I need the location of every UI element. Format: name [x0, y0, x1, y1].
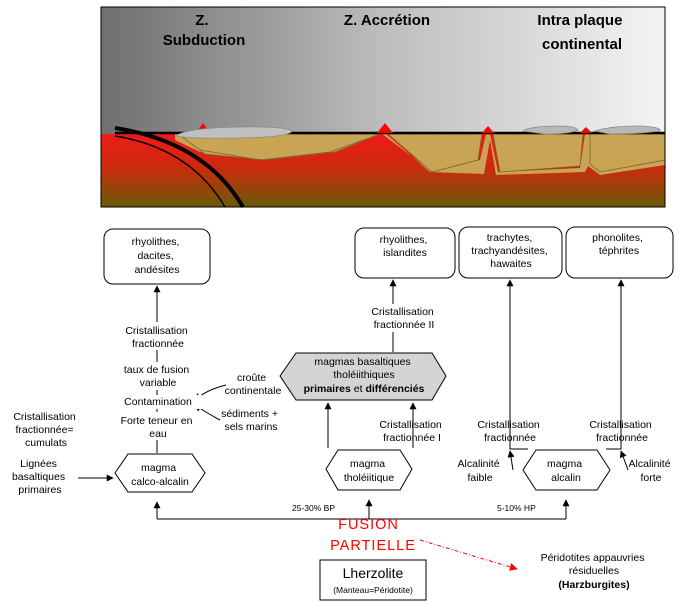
label-contamination: Contamination	[124, 396, 192, 408]
arrow-forte	[619, 450, 629, 471]
label-manteau: (Manteau=Péridotite)	[333, 585, 413, 595]
box-magma-alcalin	[522, 449, 611, 491]
bg-contamination	[116, 395, 202, 409]
volcano-rift1	[482, 126, 494, 133]
subducting-slab	[114, 126, 245, 209]
label-hp: 5-10% HP	[497, 503, 536, 513]
box-magma-calco-text: magma calco-alcalin	[131, 462, 189, 488]
label-taux-fusion: taux de fusion variable	[124, 364, 192, 389]
box-trachytes	[458, 226, 563, 279]
box-phonolites	[565, 226, 674, 279]
box-rhyolithes-islandites-text: rhyolithes, islandites	[380, 234, 431, 259]
label-lignees: Lignées basaltiques primaires	[12, 458, 68, 496]
box-magmas-basaltiques	[279, 352, 447, 401]
label-crist-alcalin-right: Cristallisation fractionnée	[589, 419, 654, 444]
label-crist-i: Cristallisation fractionnée I	[379, 419, 444, 444]
volcano-ridge	[377, 123, 393, 133]
section-crust-fill	[176, 133, 666, 173]
arrow-alcalin-to-phonolites	[606, 279, 625, 450]
volcano-rift2	[580, 127, 592, 133]
lava-flow-right	[521, 125, 661, 135]
box-rhyolithes-dacites	[103, 228, 211, 285]
zone-subduction-label: Z. Subduction	[163, 12, 246, 49]
bg-crist-ii	[360, 304, 448, 332]
label-forte-teneur: Forte teneur en eau	[121, 415, 196, 440]
label-croute: croûte continentale	[225, 372, 282, 397]
label-backgrounds	[112, 304, 448, 440]
subducting-slab-inner	[114, 135, 226, 208]
arrow-faible	[507, 450, 515, 471]
zone-intraplaque-label: Intra plaque continental	[537, 12, 626, 53]
box-lherzolite	[319, 559, 427, 601]
box-rhyolithes-dacites-text: rhyolithes, dacites, andésites	[132, 236, 183, 276]
label-crist-ii: Cristallisation fractionnée II	[371, 306, 436, 331]
box-magmas-basaltiques-text: magmas basaltiques tholéiithiques	[314, 356, 413, 381]
box-magmas-basaltiques-line3: primaires et différenciés	[304, 383, 425, 395]
box-trachytes-text: trachytes, trachyandésites, hawaites	[471, 232, 550, 270]
box-magma-alcalin-text: magma alcalin	[547, 458, 585, 484]
zone-accretion-label: Z. Accrétion	[344, 12, 430, 29]
label-alcalinite-faible: Alcalinité faible	[458, 458, 503, 484]
box-magma-tholeiitique	[325, 449, 413, 491]
label-lherzolite: Lherzolite	[343, 565, 404, 581]
label-fusion-partielle: FUSION PARTIELLE	[330, 517, 416, 554]
label-crist-cumulats: Cristallisation fractionnée= cumulats	[13, 411, 78, 449]
bg-forte	[112, 412, 204, 440]
arrow-residual	[419, 539, 518, 571]
cross-section: Z. Subduction Z. Accrétion Intra plaque …	[100, 6, 666, 209]
bg-crist-left	[116, 322, 202, 350]
label-crist-fract-left: Cristallisation fractionnée	[125, 325, 190, 350]
box-magma-tholeiitique-text: magma tholéiitique	[344, 458, 394, 484]
box-rhyolithes-islandites	[354, 227, 456, 279]
section-frame	[100, 6, 666, 208]
box-magma-calco	[114, 453, 206, 493]
box-phonolites-text: phonolites, téphrites	[592, 232, 646, 257]
label-crist-alcalin-left: Cristallisation fractionnée	[477, 419, 542, 444]
label-peridotites: Péridotites appauvries résiduelles	[541, 552, 648, 577]
arrow-alcalin-to-trachytes	[506, 279, 528, 450]
label-harzburgites: (Harzburgites)	[558, 579, 629, 591]
texts: rhyolithes, dacites, andésites rhyolithe…	[12, 232, 674, 595]
ridge-left	[199, 133, 381, 161]
bg-taux	[116, 362, 202, 390]
label-bp: 25-30% BP	[292, 503, 335, 513]
label-sediments: sédiments + sels marins	[221, 408, 281, 433]
product-boxes	[103, 226, 674, 601]
lava-flow-left	[175, 126, 293, 139]
label-alcalinite-forte: Alcalinité forte	[629, 458, 674, 484]
